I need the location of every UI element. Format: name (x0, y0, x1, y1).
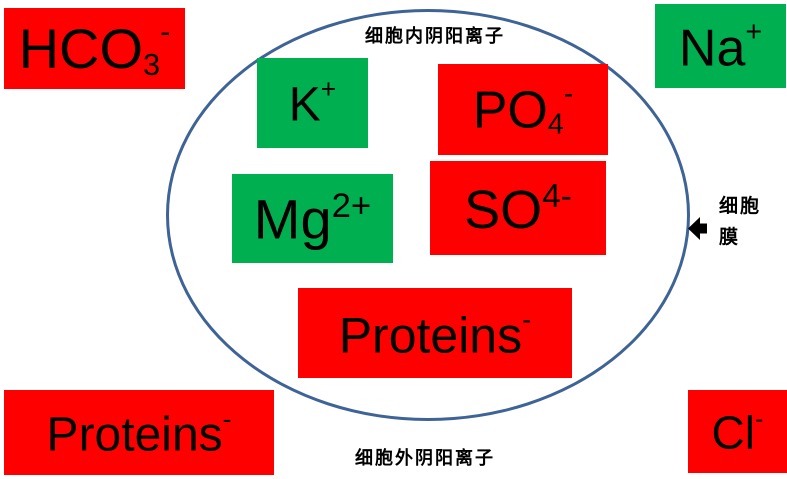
ion-box-mg: Mg2+ (232, 174, 393, 263)
ion-box-proteins-extracellular: Proteins- (4, 390, 274, 475)
intracellular-title: 细胞内阴阳离子 (365, 26, 505, 47)
membrane-label: 细胞 膜 (719, 191, 761, 253)
ion-label-proteins-intracellular: Proteins- (338, 303, 532, 364)
ion-label-po4: PO4- (472, 77, 574, 141)
ion-label-mg: Mg2+ (253, 187, 372, 251)
cell-membrane-ellipse (166, 9, 690, 421)
extracellular-title: 细胞外阴阳离子 (355, 448, 495, 469)
membrane-label-line1: 细胞 (719, 195, 762, 217)
membrane-label-line2: 膜 (719, 226, 741, 248)
ion-box-cl: Cl- (688, 390, 787, 473)
ion-label-so4: SO4- (464, 177, 572, 240)
ion-box-k: K+ (257, 58, 368, 148)
ion-box-so4: SO4- (430, 161, 606, 255)
ion-label-k: K+ (288, 74, 337, 132)
ion-box-hco3: HCO3- (4, 8, 185, 89)
ion-label-hco3: HCO3- (18, 13, 171, 82)
ion-label-cl: Cl- (711, 405, 764, 459)
ion-box-proteins-intracellular: Proteins- (298, 288, 572, 378)
ion-label-proteins-extracellular: Proteins- (46, 403, 232, 462)
ion-label-na: Na+ (678, 15, 763, 78)
membrane-arrow-icon (687, 215, 709, 242)
ion-box-na: Na+ (655, 4, 786, 88)
ion-box-po4: PO4- (438, 64, 608, 155)
